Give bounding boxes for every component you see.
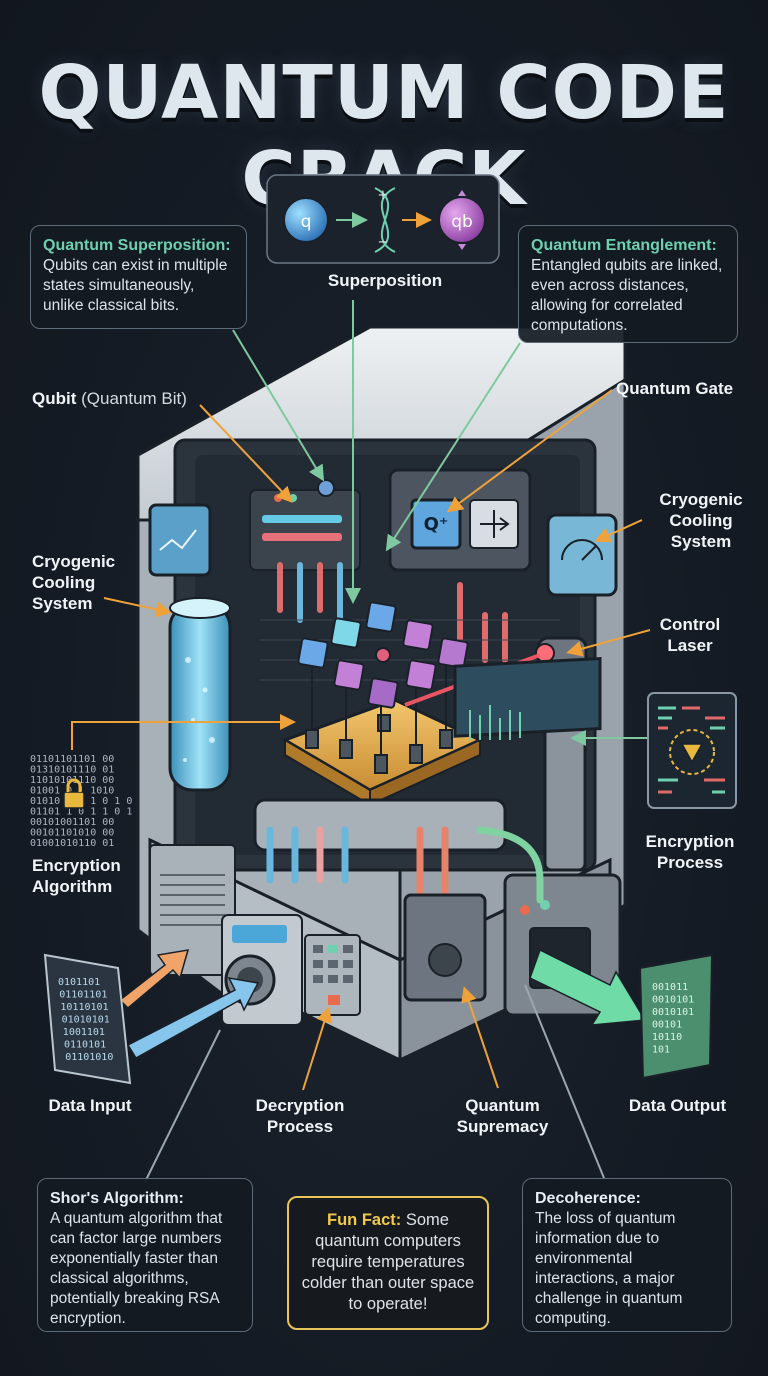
decoherence-callout-body: The loss of quantum information due to e… [535, 1210, 683, 1327]
input-binary-line: 01101101 [59, 990, 107, 1001]
fun-fact-body: Some quantum computers require temperatu… [301, 1211, 475, 1313]
encryption-binary-line: 01001 0 1 1010 [30, 786, 114, 797]
encryption-binary-line: 01001010110 01 [30, 838, 114, 849]
cryo-right-line-3: System [670, 532, 732, 551]
fun-fact-title: Fun Fact: [327, 1211, 402, 1229]
encryption-binary-line: 01101101101 00 [30, 754, 114, 765]
data-input-arrow-orange [118, 949, 190, 1010]
encryption-binary-line: 01101 1 0 1 1 0 1 [30, 807, 132, 818]
cryogenic-cooling-left-label: Cryogenic Cooling System [32, 551, 115, 614]
data-input-label: Data Input [48, 1096, 132, 1115]
qubit-cube [402, 619, 434, 651]
qubit-cube [437, 637, 469, 669]
decryption-line-2: Process [266, 1117, 334, 1136]
status-monitor [148, 503, 212, 577]
qubit-cube [297, 637, 329, 669]
gate-glyph: Q⁺ [424, 514, 449, 535]
gauge-icon [546, 513, 618, 597]
quantum-gate-label: Quantum Gate [616, 379, 734, 398]
cryo-right-line-1: Cryogenic [659, 490, 743, 509]
cryo-left-line-1: Cryogenic [32, 552, 116, 571]
output-binary-line: 001011 [652, 982, 688, 993]
fun-fact-callout: Fun Fact: Some quantum computers require… [287, 1196, 489, 1330]
encryption-process-line-2: Process [656, 853, 724, 872]
qubit-sensor [317, 479, 335, 497]
qubit-label-light: (Quantum Bit) [81, 389, 187, 408]
encryption-binary-line: 01310101110 01 [30, 765, 114, 776]
data-output-arrow [529, 948, 647, 1026]
output-binary-line: 101 [652, 1045, 670, 1056]
decryption-process-label: Decryption Process [230, 1095, 370, 1137]
entanglement-callout-title: Quantum Entanglement: [531, 237, 717, 254]
qubit-qb-icon [438, 196, 486, 244]
shors-callout-title: Shor's Algorithm: [50, 1190, 184, 1207]
cryo-left-line-2: Cooling [32, 573, 96, 592]
superposition-wave-icon [374, 187, 396, 253]
data-input-arrow-blue [126, 977, 260, 1060]
superposition-label: Superposition [327, 271, 443, 290]
control-laser-line-1: Control [659, 615, 721, 634]
cryogenic-cylinder [168, 603, 232, 792]
qubit-cube [365, 601, 397, 633]
supremacy-line-2: Supremacy [456, 1117, 549, 1136]
qubit-label-bold: Qubit [32, 389, 77, 408]
lock-icon [63, 778, 85, 809]
binary-document-icon [43, 953, 132, 1085]
input-binary-line: 10110101 [60, 1002, 108, 1013]
input-binary-line: 01101010 [65, 1052, 113, 1063]
control-laser-line-2: Laser [667, 636, 713, 655]
input-binary-line: 0110101 [64, 1040, 106, 1051]
decoherence-callout: Decoherence: The loss of quantum informa… [522, 1178, 732, 1332]
qubit-q-icon [283, 197, 329, 243]
data-output-label: Data Output [628, 1096, 727, 1115]
decoherence-callout-title: Decoherence: [535, 1190, 641, 1207]
input-binary-line: 1001101 [63, 1027, 105, 1038]
decryption-line-1: Decryption [255, 1096, 345, 1115]
superposition-panel [266, 174, 500, 264]
minus-glyph: − [378, 235, 389, 250]
encryption-process-label: Encryption Process [630, 831, 750, 873]
control-laser-label: Control Laser [650, 614, 730, 656]
encryption-process-line-1: Encryption [645, 832, 735, 851]
output-binary-line: 00101 [652, 1020, 682, 1031]
qubit-label: Qubit (Quantum Bit) [32, 388, 187, 409]
plus-glyph: + [378, 188, 389, 203]
encryption-binary-line: 00101101010 00 [30, 828, 114, 839]
encryption-algorithm-label: Encryption Algorithm [32, 855, 121, 897]
shors-algorithm-callout: Shor's Algorithm: A quantum algorithm th… [37, 1178, 253, 1332]
cryo-left-line-3: System [32, 594, 93, 613]
output-binary-line: 0010101 [652, 1007, 694, 1018]
shors-callout-body: A quantum algorithm that can factor larg… [50, 1210, 223, 1327]
superposition-callout: Quantum Superposition: Qubits can exist … [30, 225, 247, 329]
encryption-algorithm-line-2: Algorithm [32, 877, 113, 896]
input-binary-line: 0101101 [58, 977, 100, 988]
qubit-cube [367, 677, 399, 709]
input-binary-line: 01010101 [62, 1015, 110, 1026]
binary-output-document-icon [638, 953, 714, 1080]
superposition-callout-body: Qubits can exist in multiple states simu… [43, 257, 228, 314]
superposition-callout-title: Quantum Superposition: [43, 237, 231, 254]
q-glyph: q [301, 212, 312, 232]
entanglement-callout-body: Entangled qubits are linked, even across… [531, 257, 723, 334]
output-binary-line: 10110 [652, 1032, 682, 1043]
encryption-process-screen [453, 656, 602, 738]
encryption-binary-line: 00101001101 00 [30, 817, 114, 828]
qubit-cube [405, 659, 437, 691]
encryption-algorithm-line-1: Encryption [32, 856, 121, 875]
cryogenic-cooling-right-label: Cryogenic Cooling System [640, 489, 762, 552]
output-binary-line: 0010101 [652, 995, 694, 1006]
cryo-right-line-2: Cooling [669, 511, 733, 530]
qubit-cube [330, 617, 362, 649]
fun-fact-text: Fun Fact: Some quantum computers require… [299, 1210, 477, 1315]
supremacy-line-1: Quantum [465, 1096, 540, 1115]
entanglement-callout: Quantum Entanglement: Entangled qubits a… [518, 225, 738, 343]
qb-glyph: qb [451, 212, 473, 232]
quantum-supremacy-label: Quantum Supremacy [435, 1095, 570, 1137]
qubit-cube [333, 659, 365, 691]
